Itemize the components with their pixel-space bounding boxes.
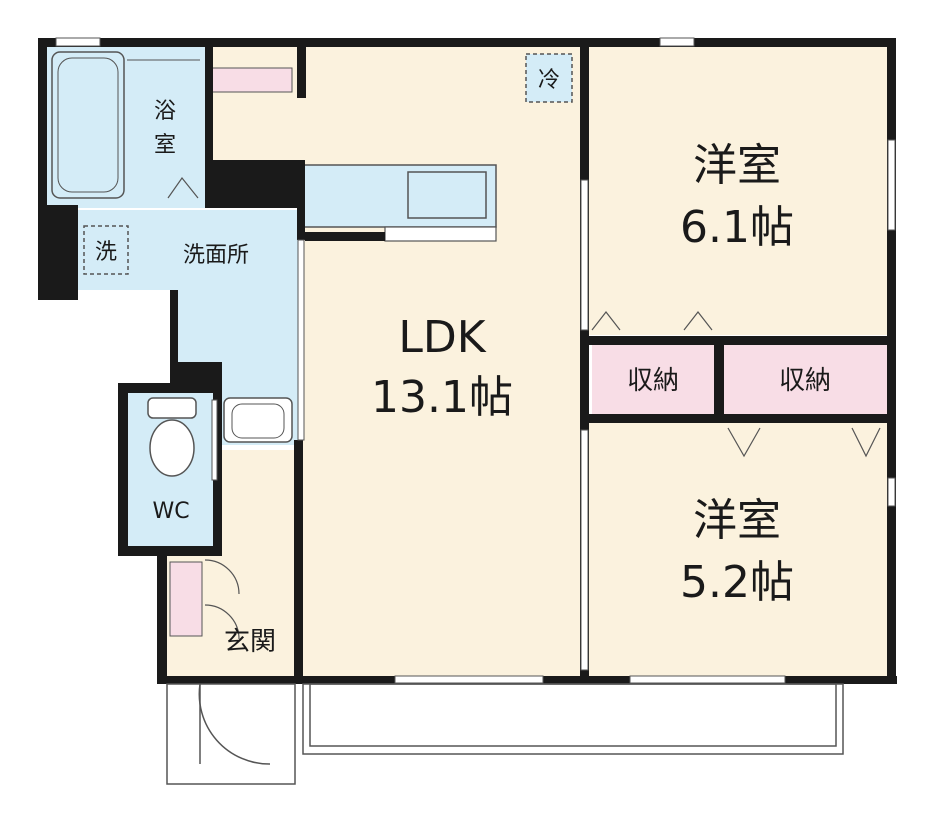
corridor-shelf	[211, 67, 293, 93]
entrance-porch	[166, 683, 296, 785]
toilet-bowl	[149, 419, 195, 477]
bath-label-1: 浴	[154, 99, 176, 124]
western-room-a-floor	[588, 45, 888, 335]
bath-door-mark	[167, 176, 199, 199]
entrance-label: 玄関	[224, 627, 276, 657]
shoe-cabinet	[169, 561, 203, 637]
kitchen-sink	[407, 171, 487, 219]
toilet-tank	[147, 397, 197, 419]
windows	[55, 37, 896, 684]
western-a-name: 洋室	[693, 140, 781, 191]
washbasin-bowl	[231, 403, 285, 439]
washer-space	[83, 225, 129, 275]
ldk-size: 13.1帖	[371, 372, 513, 423]
western-a-size: 6.1帖	[680, 202, 794, 253]
ldk-name: LDK	[398, 312, 486, 363]
fridge-label: 冷	[538, 68, 560, 93]
balcony	[302, 683, 844, 755]
washroom-floor	[78, 210, 298, 445]
bath-label-2: 室	[154, 133, 176, 158]
fridge-space	[525, 53, 573, 103]
washbasin	[223, 397, 293, 443]
washroom-label: 洗面所	[183, 243, 249, 268]
bathtub	[51, 51, 125, 199]
western-room-b-floor	[588, 422, 888, 677]
door-swings	[204, 311, 881, 640]
kitchen-lower	[384, 226, 497, 242]
wc-label: WC	[152, 499, 189, 524]
western-b-size: 5.2帖	[680, 557, 794, 608]
corridor-floor	[210, 45, 302, 165]
storage-a-floor	[592, 345, 714, 415]
storage-b-label: 収納	[779, 366, 831, 396]
storage-b-floor	[724, 345, 887, 415]
storage-a-label: 収納	[627, 366, 679, 396]
washer-label: 洗	[95, 240, 117, 265]
ldk-floor	[300, 45, 585, 677]
bathtub-inner	[57, 57, 119, 193]
western-b-name: 洋室	[693, 495, 781, 546]
